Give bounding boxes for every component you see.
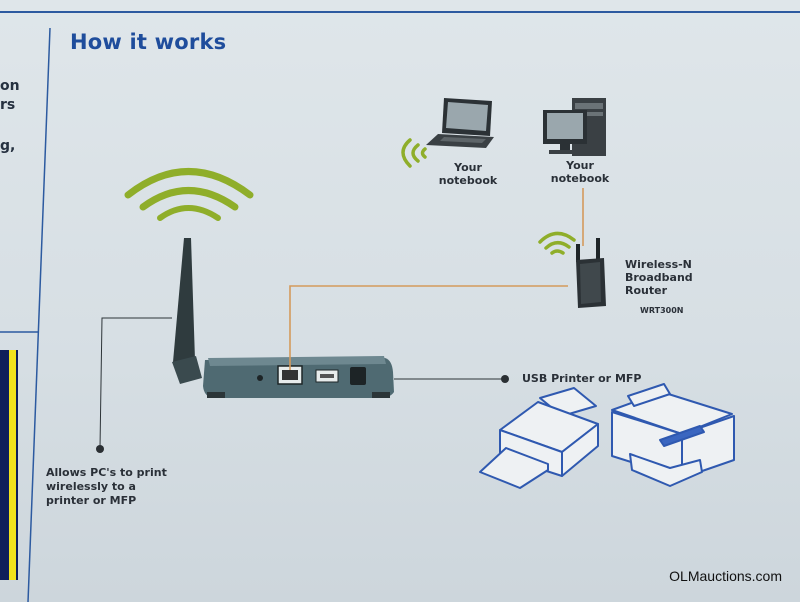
notebook-label-line-1: Your xyxy=(454,161,482,174)
mfp-printer-icon xyxy=(611,383,735,487)
left-edge-yellow-strip xyxy=(9,350,16,580)
wifi-signal-icon xyxy=(124,168,254,221)
router-model: WRT300N xyxy=(640,306,684,315)
left-text-fragment-1: on xyxy=(0,78,20,94)
leader-bullet xyxy=(96,445,104,453)
router-label-line-2: Broadband xyxy=(625,271,693,284)
router-label-line-1: Wireless-N xyxy=(625,258,692,271)
page-title: How it works xyxy=(70,30,227,54)
allows-line-1: Allows PC's to print xyxy=(46,466,167,479)
print-server-device xyxy=(203,356,394,398)
router-wifi-icon xyxy=(538,231,576,255)
desktop-computer-icon xyxy=(543,98,606,156)
notebook-label-line-2: notebook xyxy=(438,174,498,187)
usb-printer-label: USB Printer or MFP xyxy=(522,372,642,385)
left-text-fragment-3: g, xyxy=(0,138,16,154)
ethernet-cable xyxy=(289,285,568,370)
router-label: Wireless-N Broadband Router xyxy=(625,258,715,297)
left-text-fragment-2: rs xyxy=(0,97,16,113)
inkjet-printer-icon xyxy=(479,387,599,489)
notebook-icon xyxy=(426,98,494,148)
power-port xyxy=(350,367,366,385)
reset-button xyxy=(257,375,263,381)
usb-bullet xyxy=(501,375,509,383)
desktop-label: Your notebook xyxy=(540,159,620,185)
notebook-label: Your notebook xyxy=(428,161,508,187)
desktop-label-line-2: notebook xyxy=(550,172,610,185)
allows-line-3: printer or MFP xyxy=(46,494,137,507)
allows-print-label: Allows PC's to print wirelessly to a pri… xyxy=(46,466,216,508)
leader-line-allows xyxy=(99,317,172,449)
frame-left-line xyxy=(27,27,51,602)
desktop-label-line-1: Your xyxy=(566,159,594,172)
watermark: OLMauctions.com xyxy=(669,568,782,584)
notebook-wifi-icon xyxy=(401,138,427,168)
router-icon xyxy=(576,238,606,308)
antenna-icon xyxy=(172,238,202,384)
router-label-line-3: Router xyxy=(625,284,668,297)
allows-line-2: wirelessly to a xyxy=(46,480,136,493)
